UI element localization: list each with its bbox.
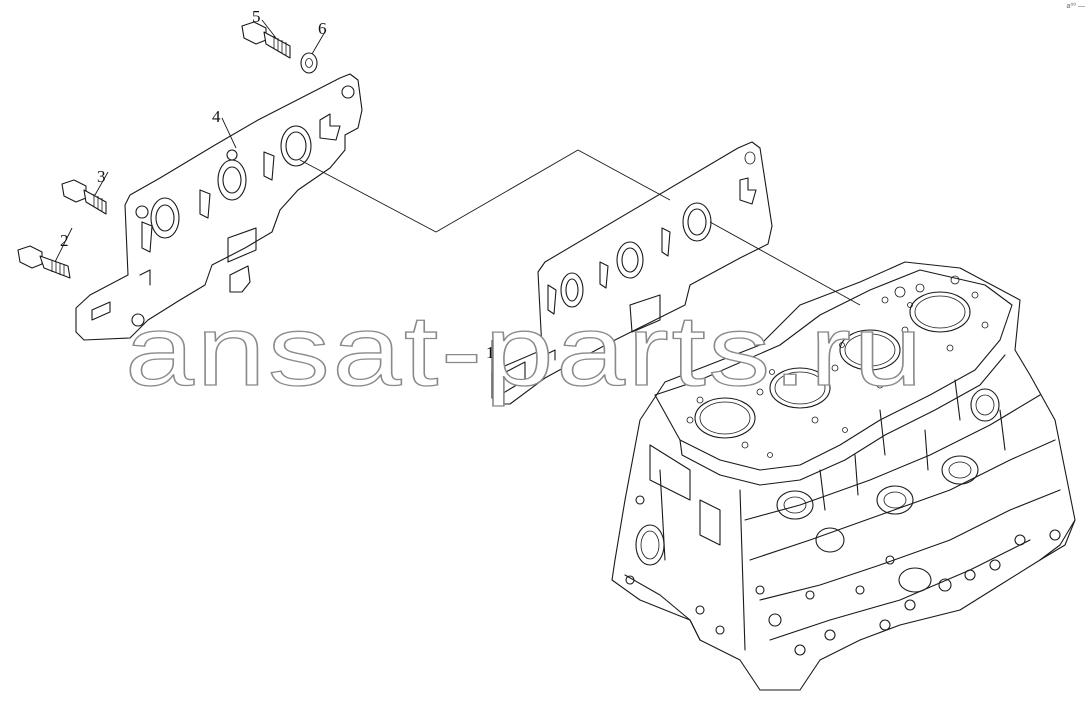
corner-mark: a⁰⁰ — — [1066, 3, 1085, 10]
watermark-text: ansat-parts.ru — [125, 295, 925, 407]
callout-5: 5 — [252, 7, 261, 26]
part-1-gasket-plate — [491, 141, 773, 405]
callout-1: 1 — [486, 343, 495, 362]
callout-4: 4 — [212, 107, 221, 126]
callout-3: 3 — [97, 167, 106, 186]
callout-6: 6 — [318, 19, 327, 38]
part-5-bolt — [241, 21, 291, 59]
part-3-bolt — [61, 179, 107, 215]
leader-lines — [54, 19, 861, 372]
part-4-heat-shield-plate — [75, 73, 363, 341]
part-2-bolt — [17, 245, 71, 279]
part-6-washer — [300, 52, 318, 74]
engine-block — [611, 261, 1076, 691]
callout-2: 2 — [60, 231, 69, 250]
